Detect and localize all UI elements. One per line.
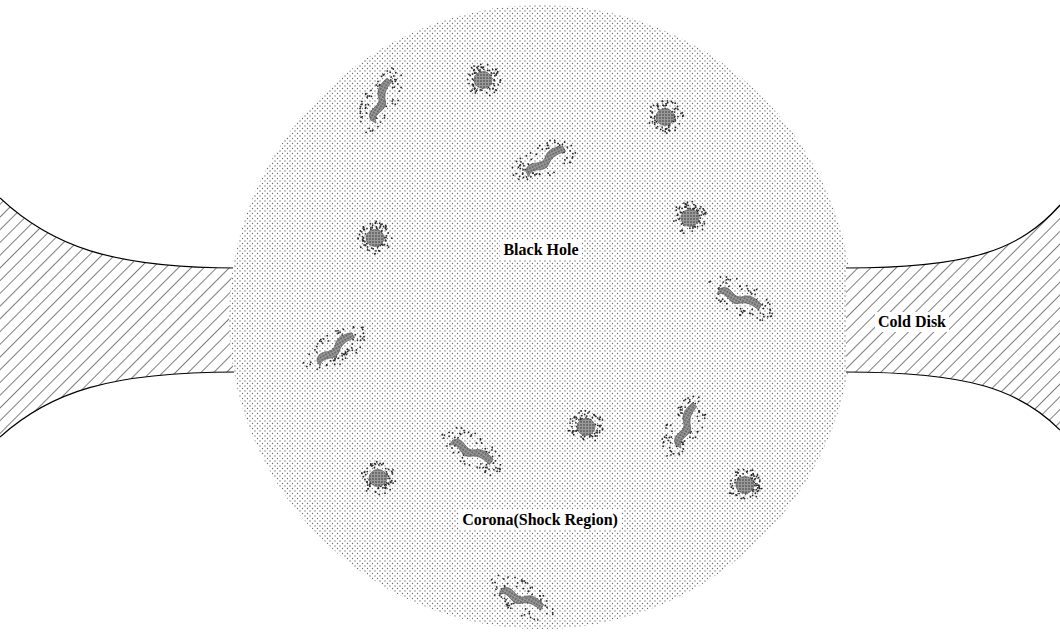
clump [729, 469, 763, 500]
clump [348, 62, 412, 140]
cold-disk: Cold Disk [846, 190, 1060, 440]
clump [361, 461, 396, 495]
clump [357, 221, 392, 255]
clump [649, 100, 684, 134]
disk-label: Cold Disk [875, 312, 949, 332]
clump [567, 410, 603, 441]
disk-edge [0, 372, 236, 437]
clump [673, 201, 707, 234]
disk-edge [0, 198, 236, 268]
clump [701, 266, 781, 332]
disk-hatch [0, 198, 236, 437]
label-holder: Corona(Shock Region) [459, 510, 621, 530]
clump [435, 417, 511, 484]
object-label: Black Hole [500, 240, 581, 260]
clump [482, 565, 561, 630]
clump [467, 63, 502, 96]
clump [506, 132, 581, 191]
clump [297, 317, 375, 381]
label-holder: Cold Disk [875, 312, 949, 332]
corona-region: Black HoleCorona(Shock Region) [229, 5, 853, 629]
region-label: Corona(Shock Region) [459, 510, 621, 530]
corona-stipple [229, 5, 853, 629]
corona-outline [229, 5, 853, 629]
clumps [297, 62, 781, 630]
clump [652, 389, 716, 465]
